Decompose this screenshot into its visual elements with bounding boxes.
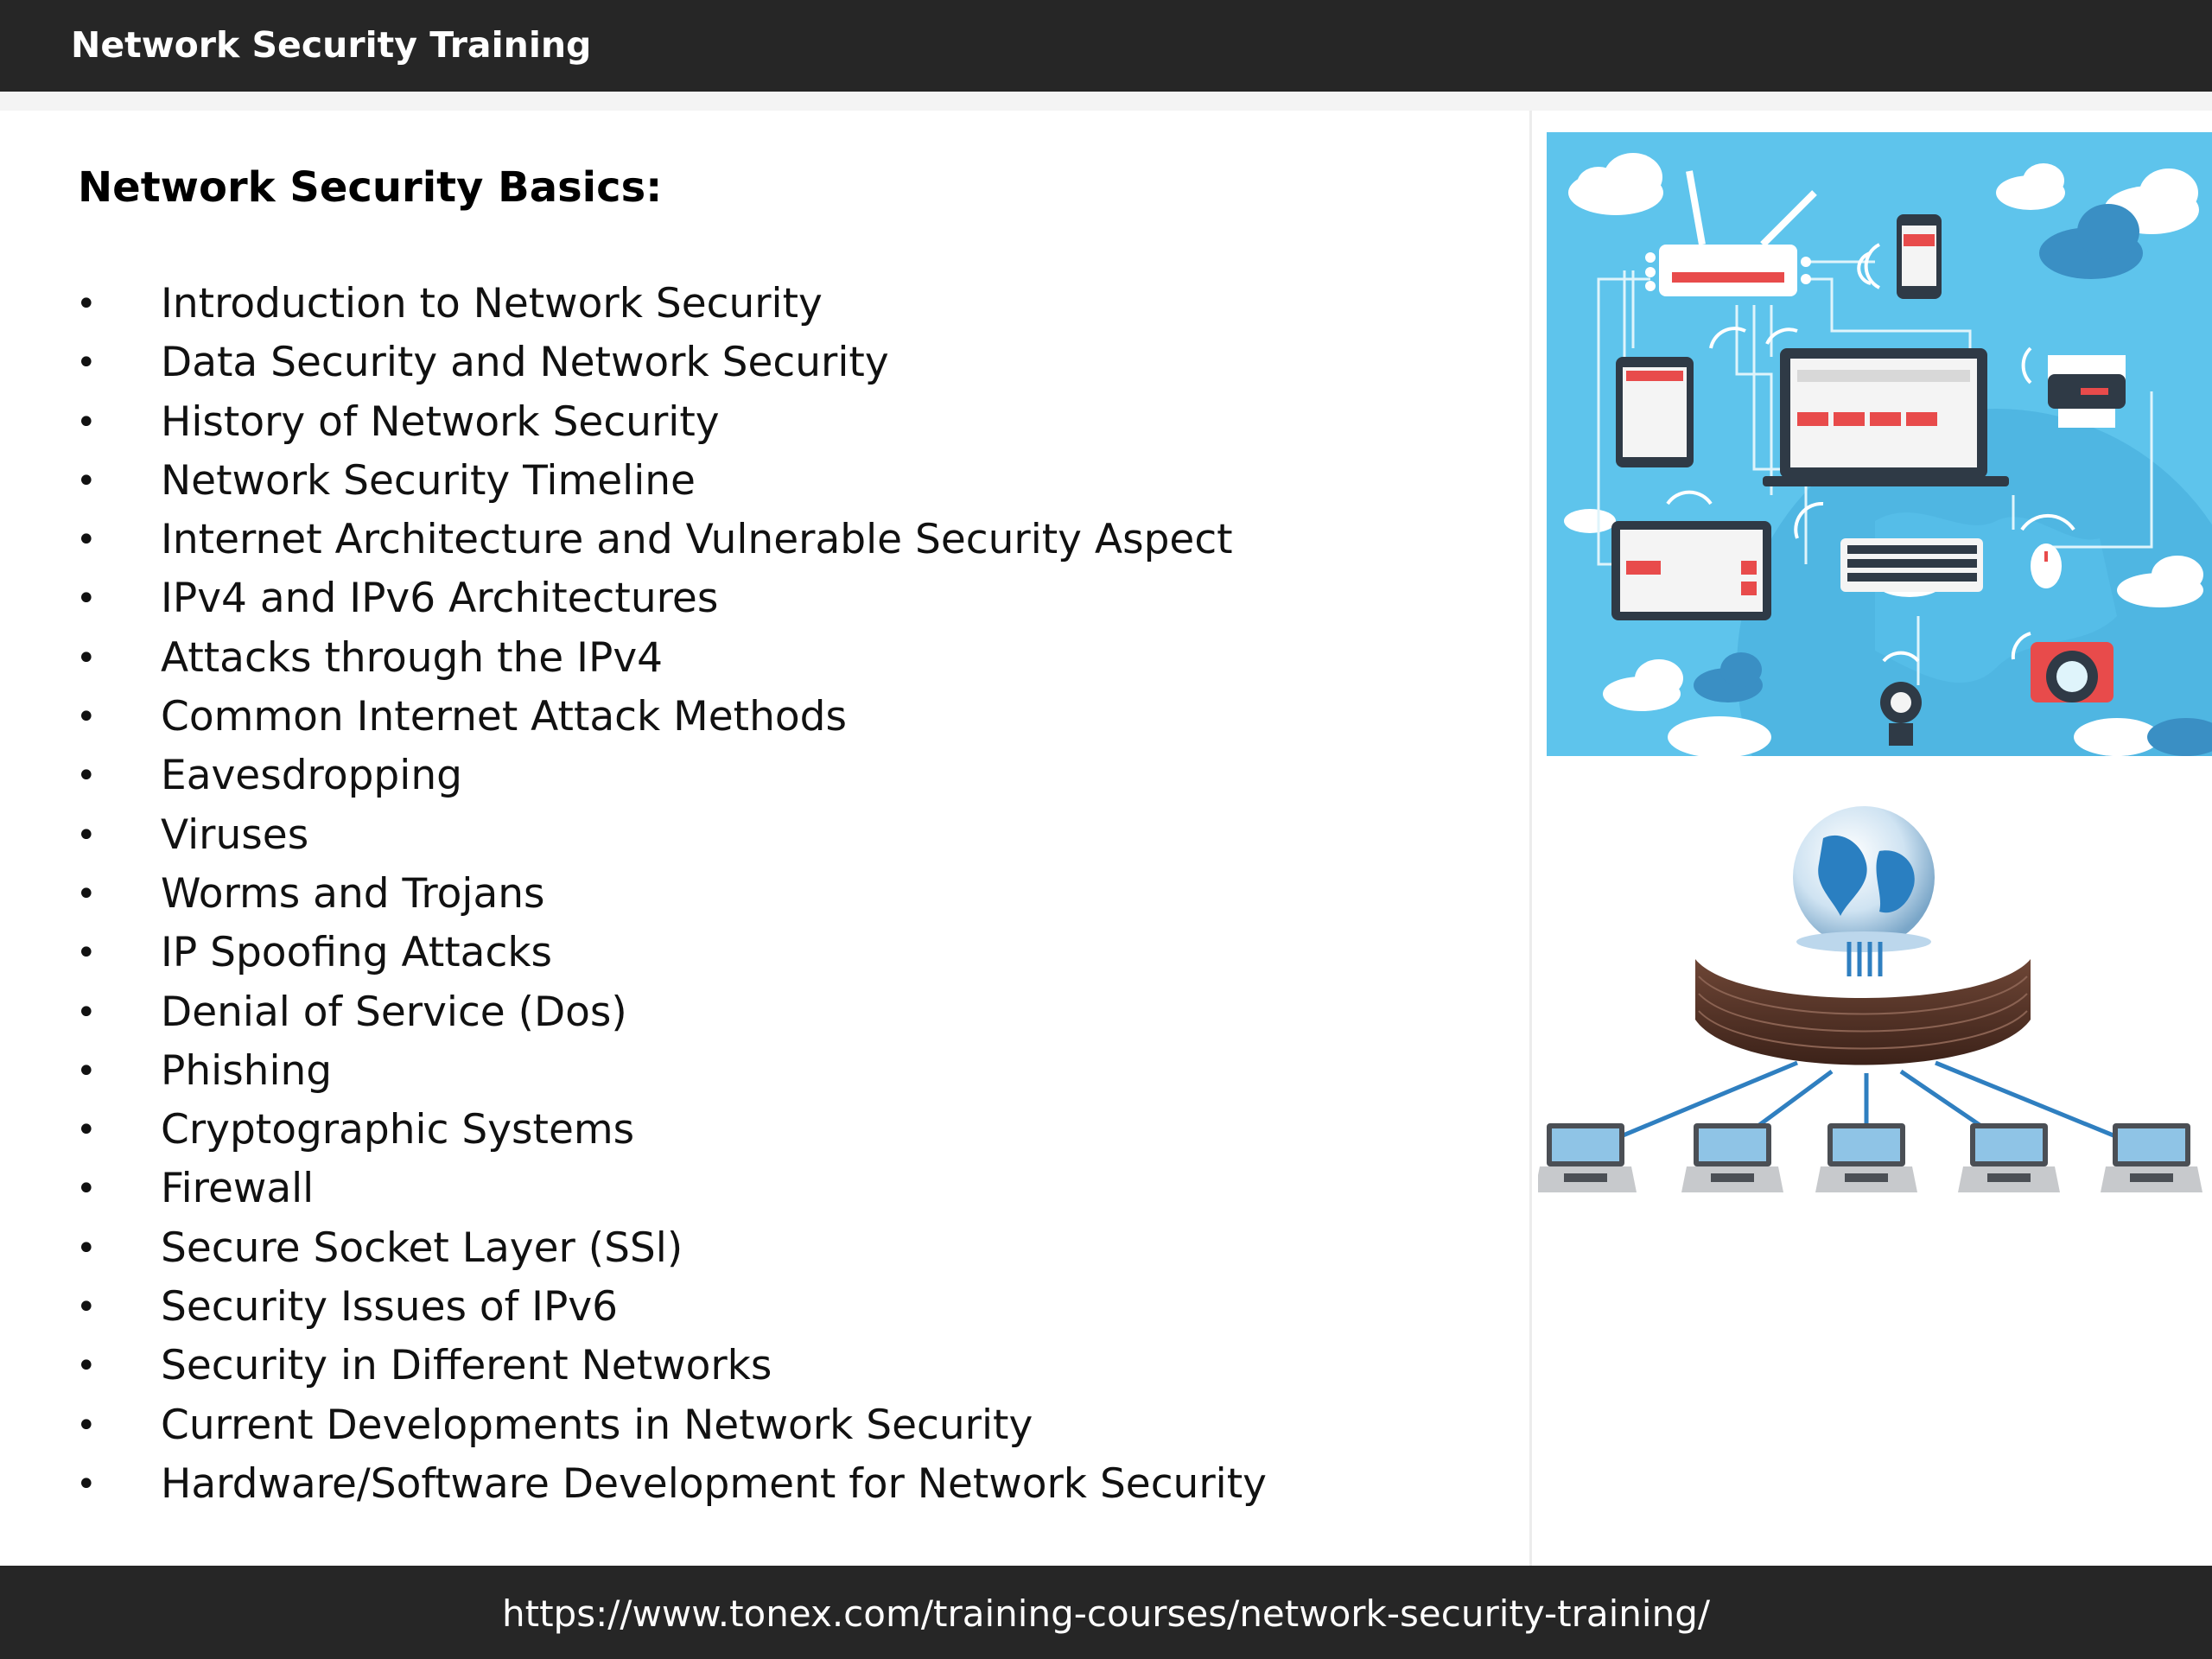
bullet-icon: • bbox=[76, 343, 97, 384]
topic-text: Current Developments in Network Security bbox=[161, 1401, 1033, 1449]
topic-text: Security Issues of IPv6 bbox=[161, 1283, 619, 1332]
footer-bar bbox=[0, 1566, 2212, 1659]
topic-text: Eavesdropping bbox=[161, 752, 462, 800]
bullet-icon: • bbox=[76, 1228, 97, 1268]
bullet-icon: • bbox=[76, 874, 97, 914]
bullet-icon: • bbox=[76, 402, 97, 442]
topic-text: Firewall bbox=[161, 1165, 315, 1213]
bullet-icon: • bbox=[76, 1051, 97, 1091]
topic-text: Secure Socket Layer (SSl) bbox=[161, 1224, 683, 1272]
topic-text: Cryptographic Systems bbox=[161, 1106, 635, 1154]
topic-text: Worms and Trojans bbox=[161, 869, 545, 918]
topic-text: Common Internet Attack Methods bbox=[161, 693, 847, 741]
header-bar bbox=[0, 0, 2212, 92]
topic-text: Viruses bbox=[161, 810, 309, 859]
topic-text: Internet Architecture and Vulnerable Sec… bbox=[161, 516, 1233, 564]
topic-text: History of Network Security bbox=[161, 397, 720, 446]
footer-url-link[interactable]: https://www.tonex.com/training-courses/n… bbox=[501, 1592, 1711, 1635]
bullet-icon: • bbox=[76, 756, 97, 797]
header-divider bbox=[0, 92, 2212, 111]
topic-text: IP Spoofing Attacks bbox=[161, 929, 553, 977]
bullet-icon: • bbox=[76, 1169, 97, 1210]
section-heading: Network Security Basics: bbox=[78, 163, 663, 212]
topic-text: Data Security and Network Security bbox=[161, 339, 889, 387]
topic-text: Attacks through the IPv4 bbox=[161, 633, 664, 682]
column-divider bbox=[1529, 111, 1532, 1566]
slide-title: Network Security Training bbox=[71, 24, 592, 66]
bullet-icon: • bbox=[76, 815, 97, 855]
topic-text: IPv4 and IPv6 Architectures bbox=[161, 575, 719, 623]
bullet-icon: • bbox=[76, 284, 97, 324]
bullet-icon: • bbox=[76, 1405, 97, 1446]
topic-text: Security in Different Networks bbox=[161, 1342, 772, 1390]
bullet-icon: • bbox=[76, 638, 97, 678]
bullet-icon: • bbox=[76, 992, 97, 1033]
bullet-icon: • bbox=[76, 1287, 97, 1328]
connected-devices-illustration bbox=[1547, 132, 2212, 756]
bullet-icon: • bbox=[76, 933, 97, 974]
bullet-icon: • bbox=[76, 579, 97, 620]
topic-text: Introduction to Network Security bbox=[161, 280, 823, 327]
firewall-network-illustration bbox=[1538, 804, 2212, 1210]
bullet-icon: • bbox=[76, 520, 97, 561]
bullet-icon: • bbox=[76, 697, 97, 738]
topic-text: Phishing bbox=[161, 1046, 333, 1095]
bullet-icon: • bbox=[76, 461, 97, 501]
topic-text: Hardware/Software Development for Networ… bbox=[161, 1459, 1267, 1508]
bullet-icon: • bbox=[76, 1110, 97, 1151]
topic-text: Network Security Timeline bbox=[161, 456, 696, 505]
bullet-icon: • bbox=[76, 1346, 97, 1387]
bullet-icon: • bbox=[76, 1464, 97, 1504]
topic-text: Denial of Service (Dos) bbox=[161, 988, 627, 1036]
